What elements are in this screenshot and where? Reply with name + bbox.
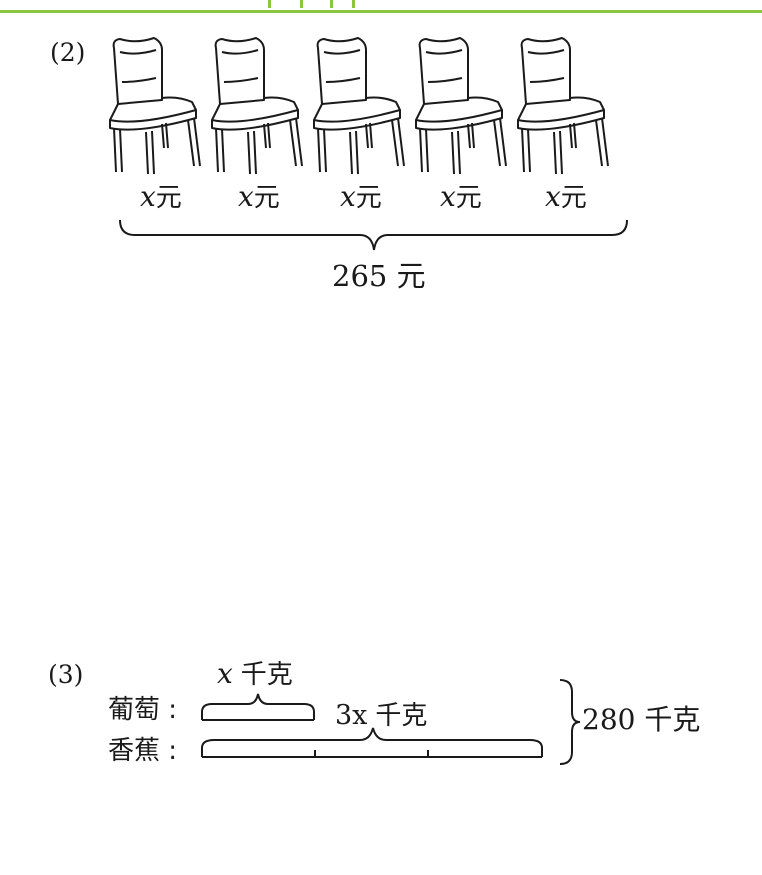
chair-price-label: x元 — [440, 180, 482, 213]
problem-number: (3) — [48, 660, 84, 689]
chair-icon — [109, 37, 201, 175]
chair-icon — [313, 37, 405, 175]
chair-price-label: x元 — [238, 180, 280, 213]
header-ornament — [268, 0, 271, 8]
banana-brace — [201, 727, 543, 757]
grape-weight-label: x 千克 — [217, 657, 293, 690]
chair-price-label: x元 — [545, 180, 587, 213]
grape-brace — [201, 693, 315, 720]
problem-number: (2) — [50, 38, 86, 67]
header-ornament — [300, 0, 303, 8]
header-rule — [0, 10, 762, 13]
grape-label: 葡萄 : — [108, 695, 178, 725]
chair-price-label: x元 — [340, 180, 382, 213]
chair-icon — [517, 37, 609, 175]
chair-icon — [415, 37, 507, 175]
total-weight-brace — [559, 679, 581, 765]
total-price-label: 265 元 — [332, 259, 426, 293]
banana-weight-label: 3x 千克 — [335, 700, 428, 731]
total-weight-label: 280 千克 — [582, 703, 701, 736]
chair-price-label: x元 — [140, 180, 182, 213]
header-ornament — [352, 0, 355, 8]
header-ornament — [330, 0, 333, 8]
banana-label: 香蕉 : — [108, 736, 178, 766]
chair-icon — [211, 37, 303, 175]
